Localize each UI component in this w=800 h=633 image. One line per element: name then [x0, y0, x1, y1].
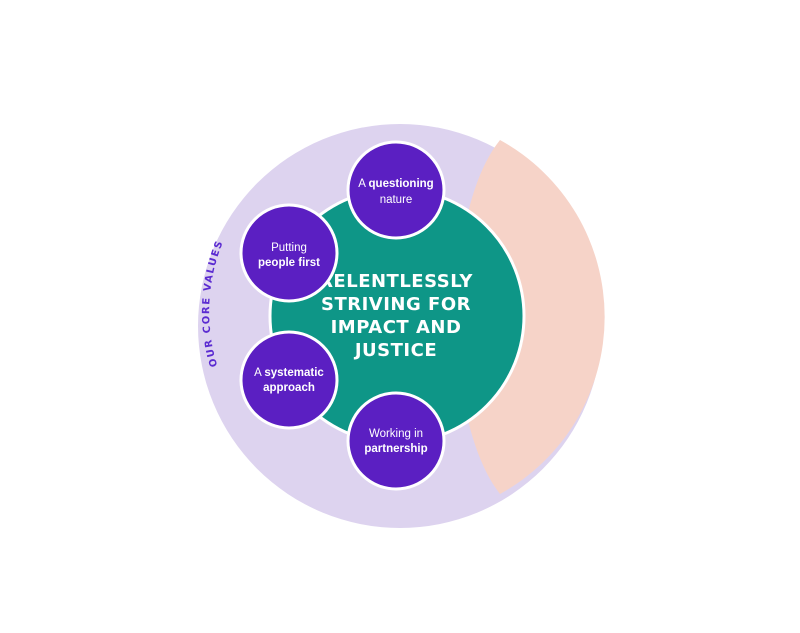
value-line-1: Putting — [271, 242, 307, 254]
core-line-2: STRIVING FOR — [321, 294, 471, 315]
core-line-4: JUSTICE — [353, 340, 437, 361]
value-text-plain: A — [358, 178, 368, 190]
value-line-2: nature — [380, 194, 413, 206]
core-line-1: RELENTLESSLY — [319, 271, 473, 292]
value-line-1: Working in — [369, 428, 423, 440]
value-circle — [239, 203, 339, 303]
value-text-bold: people first — [258, 257, 320, 269]
value-circle — [346, 391, 446, 491]
value-line-1: A questioning — [358, 178, 433, 190]
value-text-bold: partnership — [364, 443, 427, 455]
value-circle — [346, 140, 446, 240]
value-text-bold: questioning — [369, 178, 434, 190]
value-questioning-nature: A questioning nature — [346, 140, 446, 240]
value-text-plain: Putting — [271, 242, 307, 254]
value-working-in-partnership: Working in partnership — [346, 391, 446, 491]
value-text-bold: systematic — [264, 367, 324, 379]
value-line-2: partnership — [364, 443, 427, 455]
value-line-2: people first — [258, 257, 320, 269]
value-line-2: approach — [263, 382, 315, 394]
value-text-bold: approach — [263, 382, 315, 394]
value-text-plain: A — [254, 367, 264, 379]
value-systematic-approach: A systematic approach — [239, 330, 339, 430]
value-circle — [239, 330, 339, 430]
value-text-plain: nature — [380, 194, 413, 206]
value-putting-people-first: Putting people first — [239, 203, 339, 303]
accent-segment — [456, 140, 605, 494]
core-line-3: IMPACT AND — [331, 317, 462, 338]
value-text-plain: Working in — [369, 428, 423, 440]
core-statement: RELENTLESSLY STRIVING FOR IMPACT AND JUS… — [319, 271, 473, 361]
value-line-1: A systematic — [254, 367, 324, 379]
